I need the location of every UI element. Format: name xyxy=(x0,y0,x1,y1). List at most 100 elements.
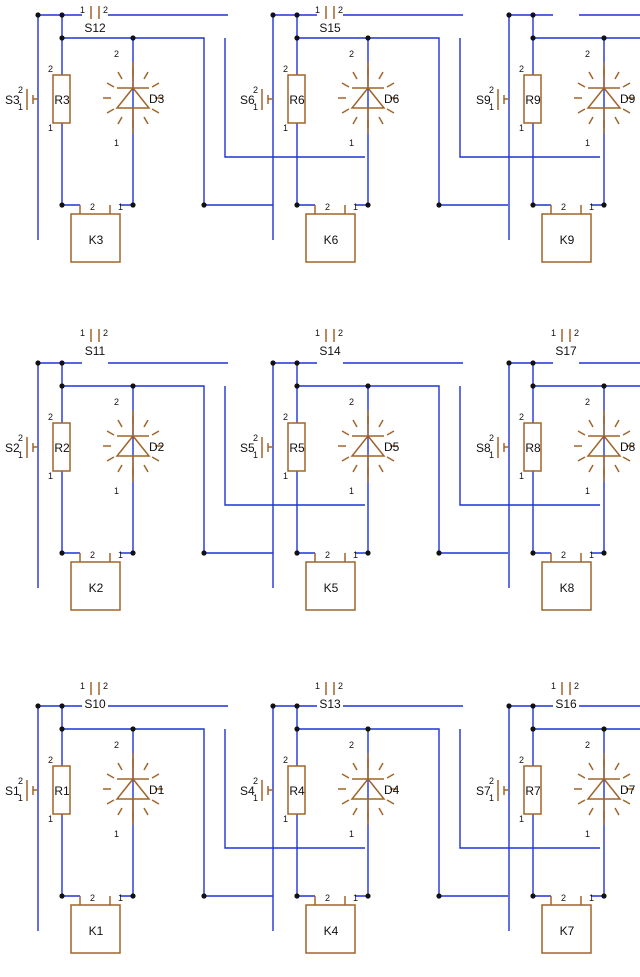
junction-node xyxy=(436,202,442,208)
relay-label: K3 xyxy=(89,233,104,247)
switch-label: S8 xyxy=(476,441,491,455)
wire xyxy=(533,37,640,39)
pin-label: 1 xyxy=(589,202,594,212)
pin-label: 1 xyxy=(489,793,494,803)
bus-switch-label: S16 xyxy=(555,697,577,711)
junction-node xyxy=(601,383,607,389)
pin-label: 2 xyxy=(325,202,330,212)
pin-label: 1 xyxy=(118,202,123,212)
light-ray xyxy=(588,807,594,816)
wire xyxy=(297,37,508,206)
junction-node xyxy=(130,35,136,41)
light-ray xyxy=(386,773,395,779)
light-ray xyxy=(117,116,123,125)
junction-node xyxy=(59,726,65,732)
junction-node xyxy=(59,550,65,556)
junction-node xyxy=(530,202,536,208)
junction-node xyxy=(130,202,136,208)
diode-label: D8 xyxy=(620,440,636,454)
light-ray xyxy=(588,762,594,771)
light-ray xyxy=(352,71,358,80)
light-ray xyxy=(577,799,586,805)
light-ray xyxy=(386,430,395,436)
light-ray xyxy=(577,108,586,114)
pin-label: 1 xyxy=(48,123,53,133)
junction-node xyxy=(35,703,41,709)
light-ray xyxy=(614,762,620,771)
diode-label: D3 xyxy=(149,92,165,106)
junction-node xyxy=(365,35,371,41)
wire xyxy=(532,123,551,206)
pin-label: 2 xyxy=(338,5,343,15)
pin-label: 2 xyxy=(103,5,108,15)
pin-label: 1 xyxy=(283,471,288,481)
resistor-body xyxy=(287,74,306,124)
light-ray xyxy=(117,464,123,473)
junction-node xyxy=(294,360,300,366)
pin-label: 2 xyxy=(103,681,108,691)
wire xyxy=(355,729,369,897)
pin-label: 2 xyxy=(519,412,524,422)
pin-label: 2 xyxy=(325,893,330,903)
wire xyxy=(532,814,551,897)
wire xyxy=(120,386,134,554)
pin-label: 1 xyxy=(349,829,354,839)
junction-node xyxy=(59,360,65,366)
resistor-body xyxy=(287,765,306,815)
pin-label: 2 xyxy=(253,85,258,95)
pin-label: 2 xyxy=(283,755,288,765)
light-ray xyxy=(614,71,620,80)
pin-label: 2 xyxy=(349,49,354,59)
bus-switch-label: S14 xyxy=(319,344,341,358)
diode-label: D5 xyxy=(384,440,400,454)
bus-switch-label: S13 xyxy=(319,697,341,711)
wire xyxy=(62,385,273,554)
pin-label: 1 xyxy=(48,814,53,824)
pin-label: 2 xyxy=(18,85,23,95)
diode-label: D7 xyxy=(620,783,636,797)
bus-switch-label: S17 xyxy=(555,344,577,358)
relay-body xyxy=(305,561,356,611)
pin-label: 1 xyxy=(114,138,119,148)
pin-label: 2 xyxy=(561,550,566,560)
junction-node xyxy=(130,726,136,732)
light-ray xyxy=(614,807,620,816)
pin-label: 2 xyxy=(48,755,53,765)
junction-node xyxy=(201,202,207,208)
wire xyxy=(459,386,600,506)
light-ray xyxy=(151,108,160,114)
pin-label: 1 xyxy=(18,102,23,112)
junction-node xyxy=(530,703,536,709)
bus-switch-label: S12 xyxy=(84,21,106,35)
pin-label: 2 xyxy=(519,755,524,765)
junction-node xyxy=(270,12,276,18)
wire xyxy=(591,729,605,897)
light-ray xyxy=(341,799,350,805)
wire xyxy=(120,729,134,897)
junction-node xyxy=(294,893,300,899)
relay-label: K8 xyxy=(560,581,575,595)
light-ray xyxy=(143,464,149,473)
junction-node xyxy=(601,35,607,41)
bus-switch-label: S15 xyxy=(319,21,341,35)
resistor-label: R9 xyxy=(525,93,541,107)
pin-label: 2 xyxy=(349,740,354,750)
junction-node xyxy=(59,35,65,41)
light-ray xyxy=(143,762,149,771)
junction-node xyxy=(365,202,371,208)
bus-switch-label: S10 xyxy=(84,697,106,711)
pin-label: 1 xyxy=(353,893,358,903)
bus-switch-label: S11 xyxy=(85,344,106,358)
pin-label: 2 xyxy=(114,740,119,750)
wire xyxy=(61,471,80,554)
junction-node xyxy=(59,383,65,389)
light-ray xyxy=(143,807,149,816)
relay-label: K1 xyxy=(89,924,104,938)
junction-node xyxy=(59,893,65,899)
junction-node xyxy=(59,703,65,709)
light-ray xyxy=(622,456,631,462)
junction-node xyxy=(506,360,512,366)
pin-label: 1 xyxy=(585,829,590,839)
pin-label: 1 xyxy=(315,328,320,338)
light-ray xyxy=(352,807,358,816)
